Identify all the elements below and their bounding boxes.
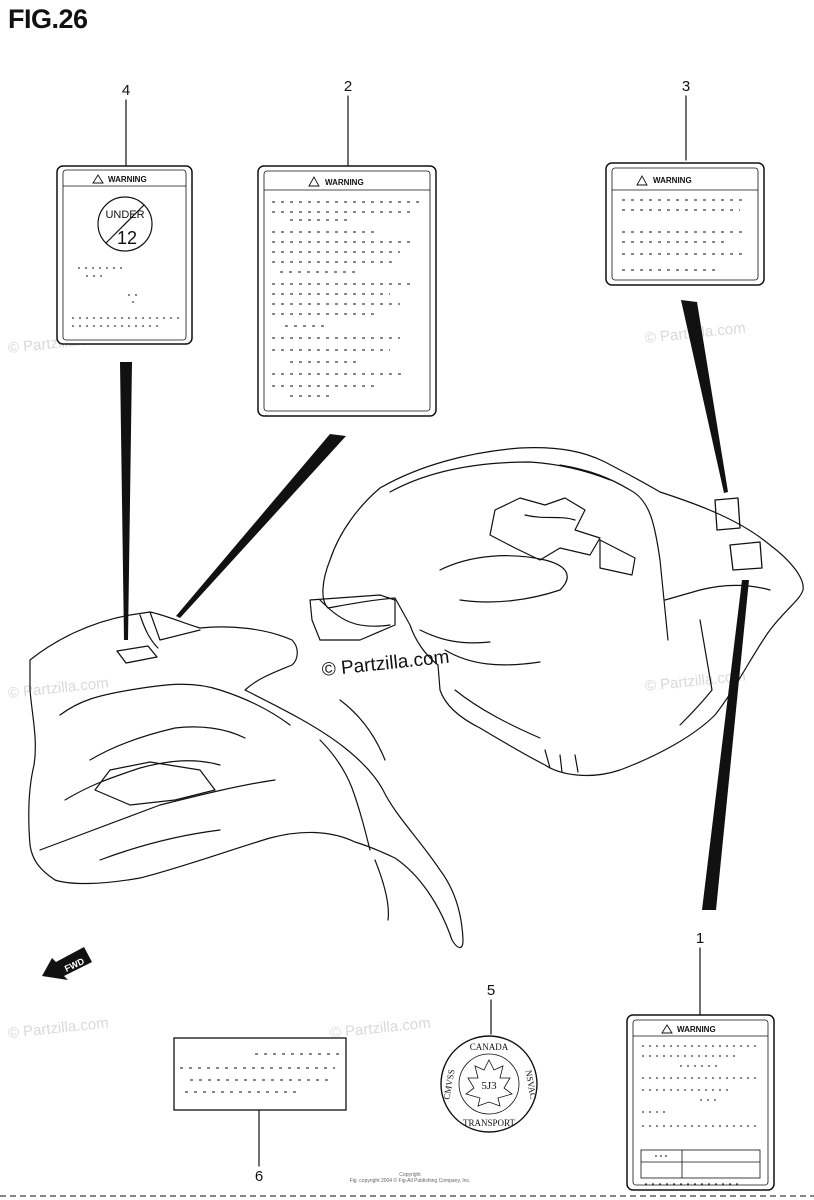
leader-lines <box>125 95 701 1167</box>
prohibition-number: 12 <box>117 228 137 248</box>
footer-line-2: Fig. copyright 2004 © Fig-All Publishing… <box>349 1178 471 1184</box>
label-4-warning: WARNING UNDER 12 <box>56 165 193 345</box>
callout-3: 3 <box>681 78 691 95</box>
warning-heading: WARNING <box>325 178 364 187</box>
seal-top-text: CANADA <box>470 1042 509 1052</box>
figure-title: FIG.26 <box>8 4 88 34</box>
callout-4: 4 <box>121 82 131 99</box>
label-2-warning: WARNING <box>257 165 437 417</box>
callout-1: 1 <box>695 930 705 947</box>
front-fender <box>28 611 464 949</box>
pointer-wedges <box>120 300 749 910</box>
fwd-arrow-icon: FWD <box>42 947 92 980</box>
callout-5: 5 <box>486 982 496 999</box>
callout-2: 2 <box>343 78 353 95</box>
callout-6: 6 <box>254 1168 264 1185</box>
label-5-seal: CANADA TRANSPORT CMVSS NSVAC 5J3 <box>440 1035 538 1133</box>
prohibition-text: UNDER <box>105 209 144 221</box>
label-3-warning: WARNING <box>605 162 765 286</box>
warning-heading: WARNING <box>677 1025 716 1034</box>
maple-leaf-icon <box>465 1059 513 1107</box>
warning-heading: WARNING <box>653 176 692 185</box>
footer-line-1: Copyright <box>399 1172 421 1178</box>
footer-copyright: Copyright Fig. copyright 2004 © Fig-All … <box>330 1172 490 1184</box>
rear-fender <box>309 447 804 776</box>
label-1-warning: WARNING <box>626 1014 775 1191</box>
warning-heading: WARNING <box>108 175 147 184</box>
label-6 <box>173 1037 347 1111</box>
seal-center-text: 5J3 <box>481 1080 497 1092</box>
seal-bottom-text: TRANSPORT <box>463 1118 515 1128</box>
